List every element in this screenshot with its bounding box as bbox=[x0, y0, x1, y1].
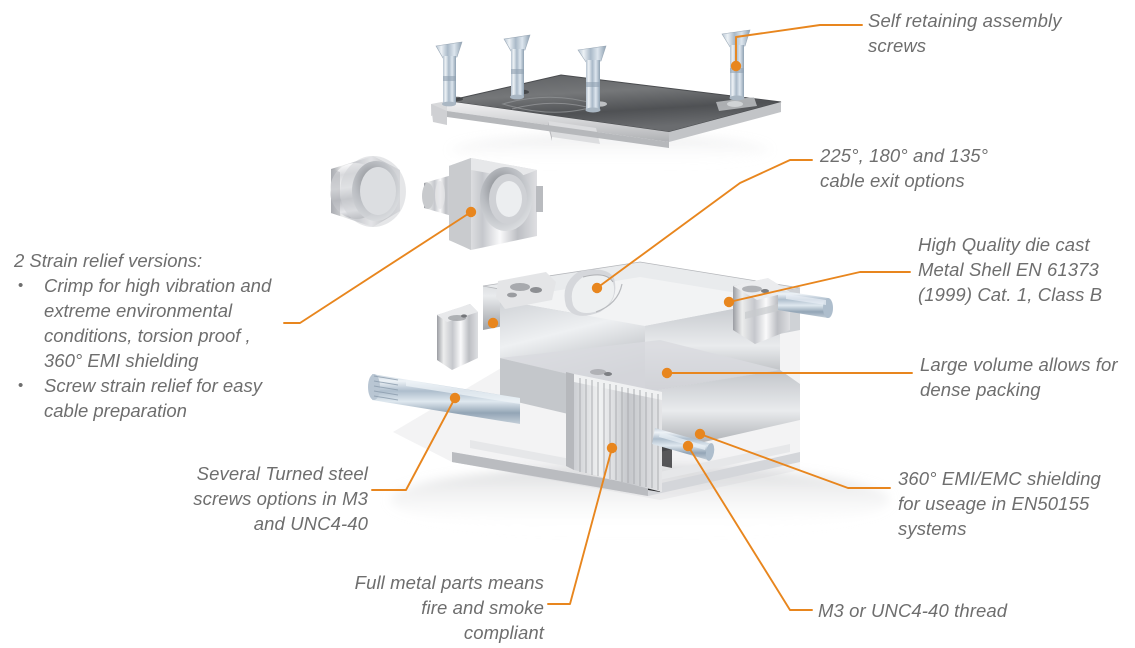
anchor-cable-exit-options bbox=[591, 282, 603, 294]
leader-emi-emc-shielding bbox=[699, 433, 891, 489]
strain-relief-title: 2 Strain relief versions: bbox=[14, 250, 203, 271]
anchor-thread-spec bbox=[682, 440, 694, 452]
housing-right-boss bbox=[733, 278, 790, 344]
leader-cable-exit-options bbox=[596, 159, 813, 289]
anchor-metal-shell-quality bbox=[723, 296, 735, 308]
housing-rear-left-boss bbox=[496, 272, 556, 309]
anchor-housing-left-boss bbox=[487, 317, 499, 329]
strain-relief-block bbox=[422, 158, 543, 250]
assembly-screw-1 bbox=[435, 41, 463, 107]
callout-emi-emc-shielding: 360° EMI/EMC shielding for useage in EN5… bbox=[898, 468, 1101, 539]
callout-cable-exit-options: 225°, 180° and 135° cable exit options bbox=[820, 145, 989, 191]
assembly-screw-2 bbox=[503, 34, 531, 100]
cable-exit-recess bbox=[564, 269, 623, 316]
leader-strain-relief bbox=[283, 211, 472, 324]
anchor-emi-emc-shielding bbox=[694, 428, 706, 440]
bullet-glyph-icon: • bbox=[18, 277, 24, 294]
cover-plate bbox=[431, 74, 782, 148]
strain-relief-item-1: • Screw strain relief for easy cable pre… bbox=[14, 373, 271, 423]
anchor-full-metal-parts bbox=[606, 442, 618, 454]
turned-screw-right bbox=[778, 290, 833, 318]
housing-left-boss bbox=[437, 304, 478, 370]
strain-relief-item-0: • Crimp for high vibration and extreme e… bbox=[14, 273, 271, 373]
bullet-glyph-icon: • bbox=[18, 377, 24, 394]
anchor-large-volume bbox=[661, 367, 673, 379]
leader-thread-spec bbox=[687, 445, 813, 611]
callout-strain-relief-versions: 2 Strain relief versions: • Crimp for hi… bbox=[14, 248, 271, 423]
leader-turned-steel-screws bbox=[371, 397, 456, 491]
strain-relief-item-1-text: Screw strain relief for easy cable prepa… bbox=[44, 375, 262, 421]
anchor-strain-relief bbox=[465, 206, 477, 218]
anchor-self-retaining-screws bbox=[730, 60, 742, 72]
callout-self-retaining-screws: Self retaining assembly screws bbox=[868, 10, 1062, 56]
assembly-screw-3 bbox=[577, 45, 607, 113]
callout-large-volume: Large volume allows for dense packing bbox=[920, 354, 1118, 400]
turned-screw-front bbox=[652, 428, 715, 461]
callout-full-metal-parts: Full metal parts means fire and smoke co… bbox=[354, 572, 544, 643]
callout-metal-shell-quality: High Quality die cast Metal Shell EN 613… bbox=[918, 234, 1103, 305]
ferrule-ring bbox=[329, 156, 406, 227]
leader-full-metal-parts bbox=[547, 447, 613, 605]
turned-screw-long bbox=[368, 374, 520, 424]
strain-relief-item-0-text: Crimp for high vibration and extreme env… bbox=[44, 275, 272, 371]
emc-gasket-block bbox=[566, 369, 662, 492]
callout-thread-spec: M3 or UNC4-40 thread bbox=[818, 600, 1008, 621]
callout-turned-steel-screws: Several Turned steel screws options in M… bbox=[193, 463, 368, 534]
leader-metal-shell-quality bbox=[728, 271, 911, 303]
leader-self-retaining-screws bbox=[735, 24, 863, 67]
anchor-turned-steel-screws bbox=[449, 392, 461, 404]
